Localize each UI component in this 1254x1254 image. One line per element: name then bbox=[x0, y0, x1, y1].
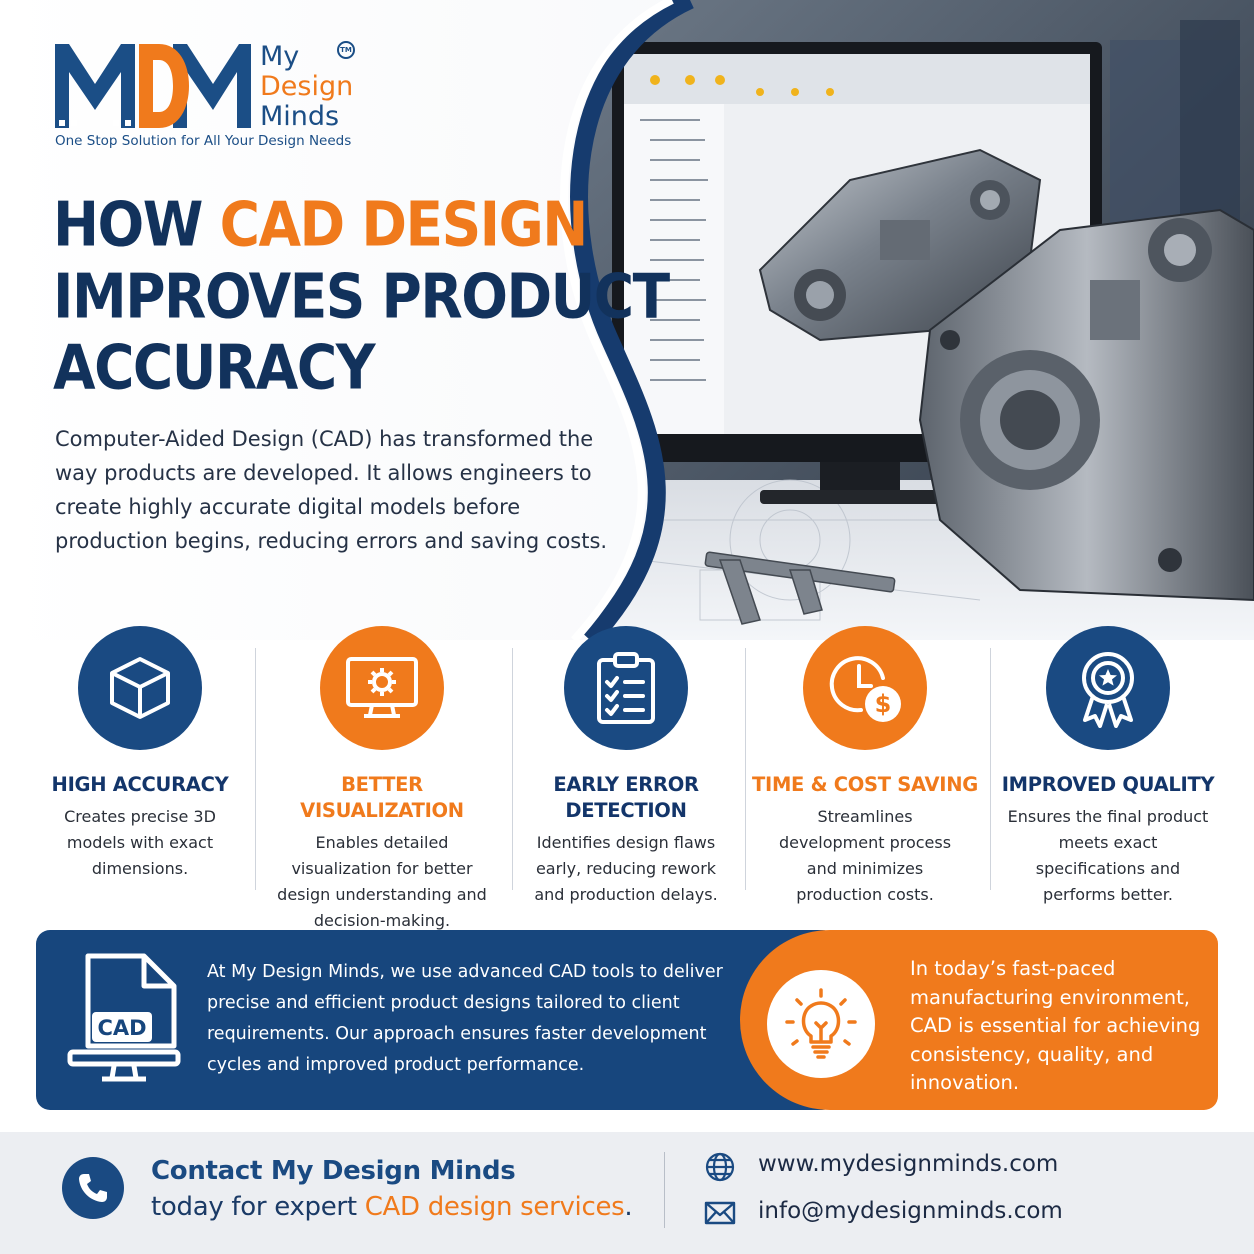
feature-divider bbox=[990, 648, 991, 890]
banner-left-text: At My Design Minds, we use advanced CAD … bbox=[207, 962, 723, 1075]
globe-icon bbox=[705, 1152, 735, 1182]
contact-subline: today for expert CAD design services. bbox=[151, 1192, 633, 1222]
award-ribbon-icon bbox=[1082, 652, 1134, 728]
clipboard-checklist-icon bbox=[597, 652, 655, 724]
feature-title: IMPROVED QUALITY bbox=[1001, 773, 1215, 796]
feature-early-error-detection: EARLY ERROR DETECTION Identifies design … bbox=[506, 626, 746, 908]
headline-line2: IMPROVES PRODUCT bbox=[53, 260, 670, 332]
feature-high-accuracy: HIGH ACCURACY Creates precise 3D models … bbox=[20, 626, 260, 882]
feature-icon-circle bbox=[1046, 626, 1170, 750]
feature-icon-circle bbox=[564, 626, 688, 750]
feature-description: Enables detailed visualization for bette… bbox=[277, 833, 487, 930]
footer-bar bbox=[0, 1132, 1254, 1254]
feature-better-visualization: BETTER VISUALIZATION Enables detailed vi… bbox=[262, 626, 502, 934]
brand-name-line2: Design bbox=[260, 71, 354, 102]
feature-divider bbox=[512, 648, 513, 890]
monitor-gear-icon bbox=[346, 657, 418, 718]
feature-time-cost-saving: $ TIME & COST SAVING Streamlines develop… bbox=[745, 626, 985, 908]
cad-label: CAD bbox=[97, 1016, 146, 1040]
contact-subline-prefix: today for expert bbox=[151, 1192, 365, 1222]
headline-line3: ACCURACY bbox=[53, 331, 376, 403]
contact-subline-highlight: CAD design services bbox=[364, 1192, 625, 1222]
hero-cad-workstation-image bbox=[0, 0, 1254, 640]
feature-description: Ensures the final product meets exact sp… bbox=[1007, 807, 1209, 904]
brand-logo-mark bbox=[55, 44, 251, 128]
feature-description: Identifies design flaws early, reducing … bbox=[534, 833, 718, 904]
feature-title: BETTER VISUALIZATION bbox=[300, 773, 464, 822]
banner-blue-panel bbox=[36, 930, 836, 1110]
feature-icon-circle bbox=[320, 626, 444, 750]
cube-icon bbox=[110, 657, 170, 719]
feature-divider bbox=[745, 648, 746, 890]
contact-heading: Contact My Design Minds bbox=[151, 1156, 516, 1186]
feature-title: EARLY ERROR DETECTION bbox=[553, 773, 699, 822]
lightbulb-icon bbox=[785, 988, 857, 1059]
headline-line1: HOW CAD DESIGN bbox=[53, 186, 589, 262]
feature-description: Streamlines development process and mini… bbox=[778, 807, 952, 904]
feature-divider bbox=[255, 648, 256, 890]
phone-badge[interactable] bbox=[62, 1157, 124, 1219]
lightbulb-badge bbox=[767, 970, 875, 1078]
feature-description: Creates precise 3D models with exact dim… bbox=[64, 807, 216, 878]
svg-text:$: $ bbox=[875, 690, 892, 718]
feature-title: HIGH ACCURACY bbox=[51, 773, 229, 796]
feature-title: TIME & COST SAVING bbox=[752, 773, 978, 796]
mail-icon bbox=[704, 1201, 736, 1225]
brand-tagline: One Stop Solution for All Your Design Ne… bbox=[55, 133, 352, 149]
contact-subline-suffix: . bbox=[624, 1192, 633, 1222]
website-link[interactable]: www.mydesignminds.com bbox=[758, 1151, 1059, 1177]
headline-highlight: CAD DESIGN bbox=[219, 188, 589, 260]
intro-paragraph: Computer-Aided Design (CAD) has transfor… bbox=[55, 427, 608, 553]
email-link[interactable]: info@mydesignminds.com bbox=[758, 1198, 1063, 1224]
phone-icon bbox=[79, 1174, 107, 1202]
feature-icon-circle bbox=[78, 626, 202, 750]
trademark-badge: TM bbox=[337, 41, 355, 59]
feature-improved-quality: IMPROVED QUALITY Ensures the final produ… bbox=[988, 626, 1228, 908]
headline-part1: HOW bbox=[53, 188, 220, 260]
brand-name-line1: My bbox=[260, 41, 300, 72]
banner-right-text: In today’s fast-paced manufacturing envi… bbox=[910, 957, 1201, 1094]
brand-name-line3: Minds bbox=[260, 101, 340, 132]
feature-icon-circle: $ bbox=[803, 626, 927, 750]
clock-dollar-icon: $ bbox=[829, 656, 901, 722]
footer-divider bbox=[664, 1152, 665, 1228]
cad-file-monitor-icon: CAD bbox=[67, 953, 181, 1082]
